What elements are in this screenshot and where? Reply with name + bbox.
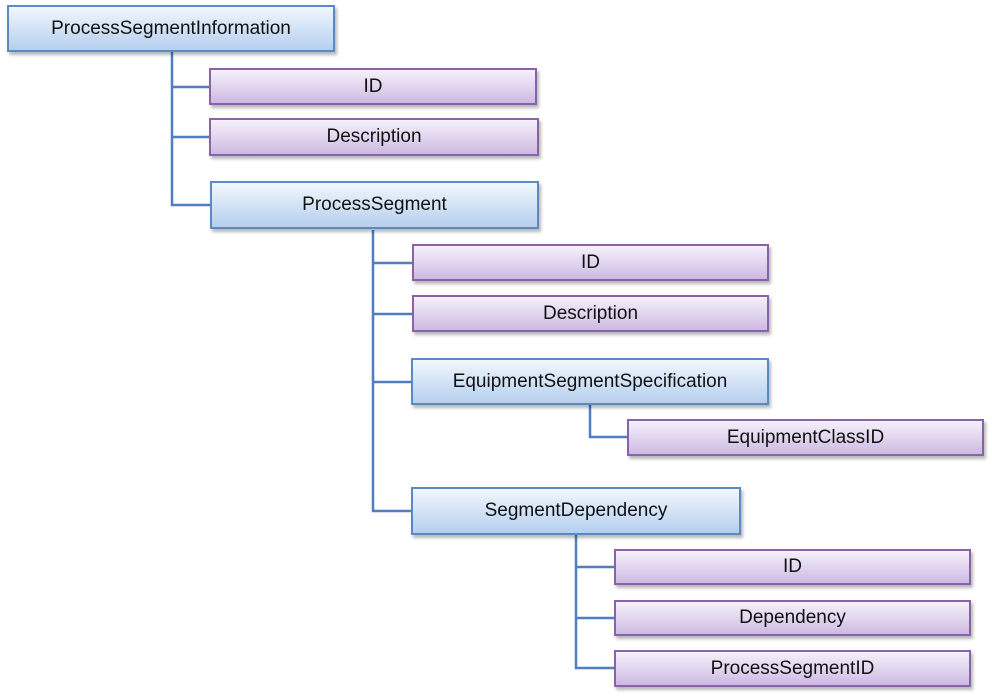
connector-psi-trunk [170,52,210,207]
node-process-segment: ProcessSegment [210,181,539,229]
node-process-segment-information: ProcessSegmentInformation [7,5,335,52]
node-equipment-segment-specification: EquipmentSegmentSpecification [411,358,769,405]
node-psi-id: ID [209,68,537,105]
node-ps-id: ID [412,244,769,281]
node-equipment-class-id: EquipmentClassID [627,419,984,456]
node-sd-process-segment-id: ProcessSegmentID [614,650,971,687]
node-sd-id: ID [614,549,971,585]
node-sd-dependency: Dependency [614,600,971,636]
connector-sd-trunk [574,535,614,670]
connector-ess-class-id [588,405,627,439]
node-ps-description: Description [412,295,769,332]
connector-ps-trunk [371,230,411,513]
node-segment-dependency: SegmentDependency [411,487,741,535]
node-psi-description: Description [209,118,539,156]
